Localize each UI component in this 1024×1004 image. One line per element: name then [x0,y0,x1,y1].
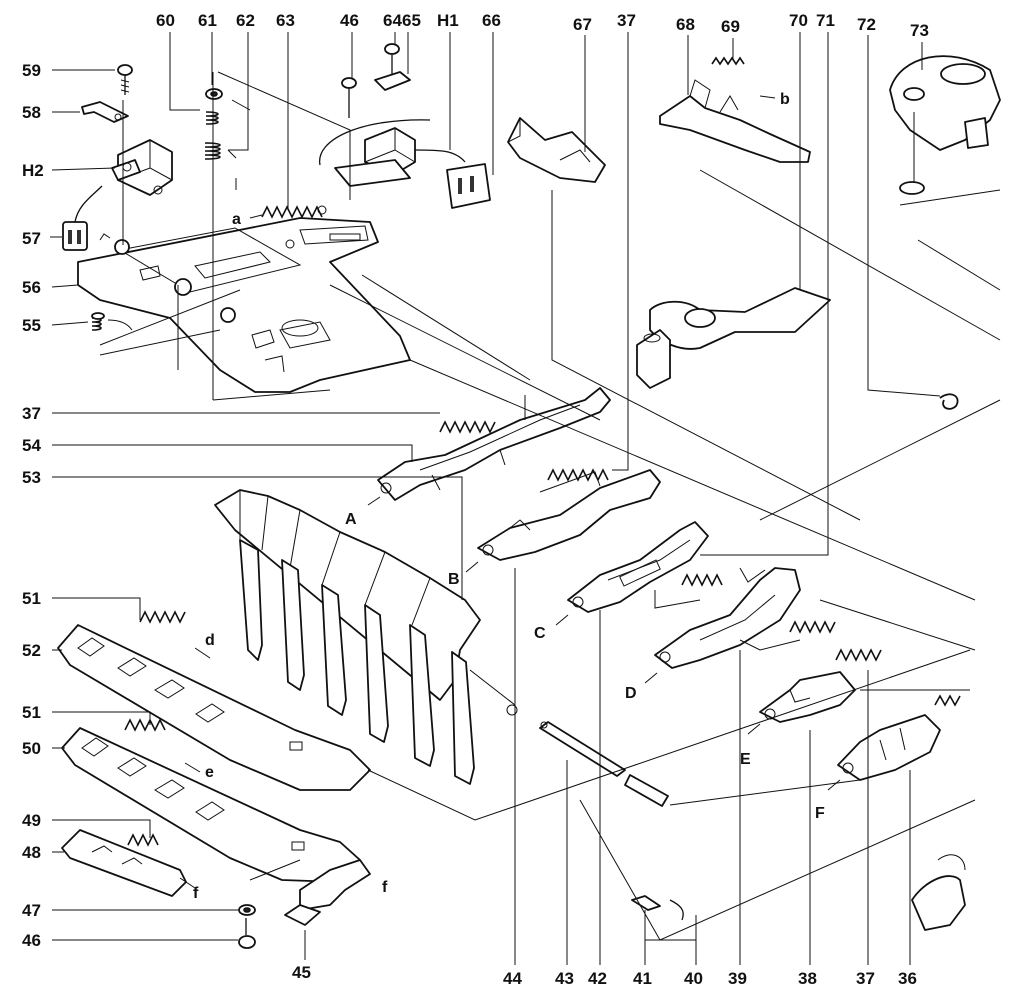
slider-36-F [837,694,961,781]
callout-54: 54 [22,436,41,455]
callout-H1: H1 [437,11,459,30]
spring-42 [681,573,723,587]
letter-e: e [205,764,214,781]
letter-f-right: f [382,879,388,896]
callout-37-left: 37 [22,404,41,423]
callout-labels: 59 58 H2 57 56 55 37 54 53 51 52 51 50 4… [22,11,929,988]
screw-59 [117,64,133,95]
callout-58: 58 [22,103,41,122]
shaft-43 [539,721,669,807]
callout-41: 41 [633,969,652,988]
callout-49: 49 [22,811,41,830]
callout-39: 39 [728,969,747,988]
plate-48 [61,829,187,897]
callout-48: 48 [22,843,41,862]
callout-51-top: 51 [22,589,41,608]
callout-70: 70 [789,11,808,30]
callout-72: 72 [857,15,876,34]
slider-39-D [654,567,801,669]
callout-45: 45 [292,963,311,982]
connector-66 [446,163,491,209]
spring-37-left [439,420,496,434]
callout-67: 67 [573,15,592,34]
callout-46-top: 46 [340,11,359,30]
letter-b: b [780,91,790,108]
callout-38: 38 [798,969,817,988]
hammer-comb-53 [214,489,518,785]
bracket-73 [889,55,1001,206]
screw-46-bottom [238,918,256,949]
spring-stack-60-62 [204,88,237,160]
callout-44: 44 [503,969,522,988]
callout-57: 57 [22,229,41,248]
callout-42: 42 [588,969,607,988]
letter-f-left: f [193,885,199,902]
plate-70 [636,287,831,389]
callout-59: 59 [22,61,41,80]
screw-55 [91,312,133,331]
callout-66: 66 [482,11,501,30]
callout-leaders [50,32,941,965]
callout-52: 52 [22,641,41,660]
callout-69: 69 [721,17,740,36]
washer-47 [238,904,256,916]
slider-44-B [477,469,661,561]
direction-arrows [179,95,841,889]
callout-43: 43 [555,969,574,988]
callout-64: 64 [383,11,402,30]
clip-72 [939,393,959,410]
callout-60: 60 [156,11,175,30]
slider-38-E [759,671,856,723]
letter-d: d [205,632,215,649]
bracket-58 [81,101,129,123]
callout-50: 50 [22,739,41,758]
callout-37-bottom: 37 [856,969,875,988]
screw-46-top [341,77,357,118]
letter-B: B [448,571,460,588]
lever-45 [284,859,371,926]
callout-61: 61 [198,11,217,30]
spring-69 [711,56,745,66]
letter-C: C [534,625,546,642]
callout-36: 36 [898,969,917,988]
letter-F: F [815,805,825,822]
callout-62: 62 [236,11,255,30]
letter-a: a [232,211,241,228]
callout-68: 68 [676,15,695,34]
spring-37-mid [547,468,609,482]
callout-51-bottom: 51 [22,703,41,722]
assembly-lines [99,71,1001,941]
screw-64 [374,43,411,91]
callout-55: 55 [22,316,41,335]
solenoid-H2 [111,139,173,196]
solenoid-H1 [319,119,466,187]
letter-E: E [740,751,751,768]
callout-47: 47 [22,901,41,920]
frame-corner [911,854,966,931]
callout-56: 56 [22,278,41,297]
callout-53: 53 [22,468,41,487]
base-plate-56 [77,217,411,393]
clip-41-40 [631,895,684,921]
callout-65: 65 [402,11,421,30]
callout-46-bottom: 46 [22,931,41,950]
callout-H2: H2 [22,161,44,180]
callout-37-top: 37 [617,11,636,30]
spring-37-right [835,648,882,662]
callout-40: 40 [684,969,703,988]
connector-57 [62,185,103,251]
direction-letters: a b A B C D E F d e f f [193,91,825,902]
spring-63 [261,205,327,219]
callout-71: 71 [816,11,835,30]
lever-67 [507,117,606,183]
slider-42-C [567,521,709,613]
callout-63: 63 [276,11,295,30]
callout-73: 73 [910,21,929,40]
letter-A: A [345,511,357,528]
lever-68 [659,79,811,163]
slider-54 [377,387,611,501]
letter-D: D [625,685,637,702]
spring-39 [789,620,836,634]
